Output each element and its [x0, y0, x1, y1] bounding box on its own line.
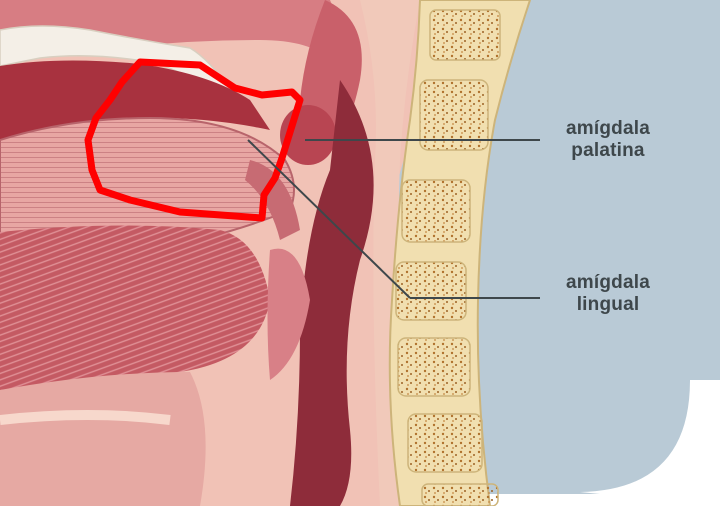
lingual-leader-line-diagonal — [247, 139, 411, 299]
oral-cavity — [0, 60, 270, 140]
pharynx — [290, 80, 374, 506]
lingual-label-line2: lingual — [576, 294, 640, 315]
lingual-tonsil — [245, 160, 300, 240]
epiglottis — [267, 248, 310, 380]
palatine-label-line2: palatina — [571, 140, 645, 161]
lingual-tonsil-label: amígdala lingual — [548, 272, 668, 316]
lingual-label-line1: amígdala — [566, 272, 650, 293]
upper-teeth — [0, 25, 232, 97]
pharyngeal-wall — [360, 0, 420, 506]
palatine-tonsil-label: amígdala palatina — [548, 118, 668, 162]
jaw-tissue — [0, 410, 171, 425]
floor-of-mouth — [0, 372, 206, 506]
frame-corner — [580, 380, 720, 506]
highlight-outline — [84, 58, 304, 222]
palatine-label-line1: amígdala — [566, 118, 650, 139]
cervical-spine — [388, 0, 532, 506]
tongue-muscle — [0, 225, 270, 390]
